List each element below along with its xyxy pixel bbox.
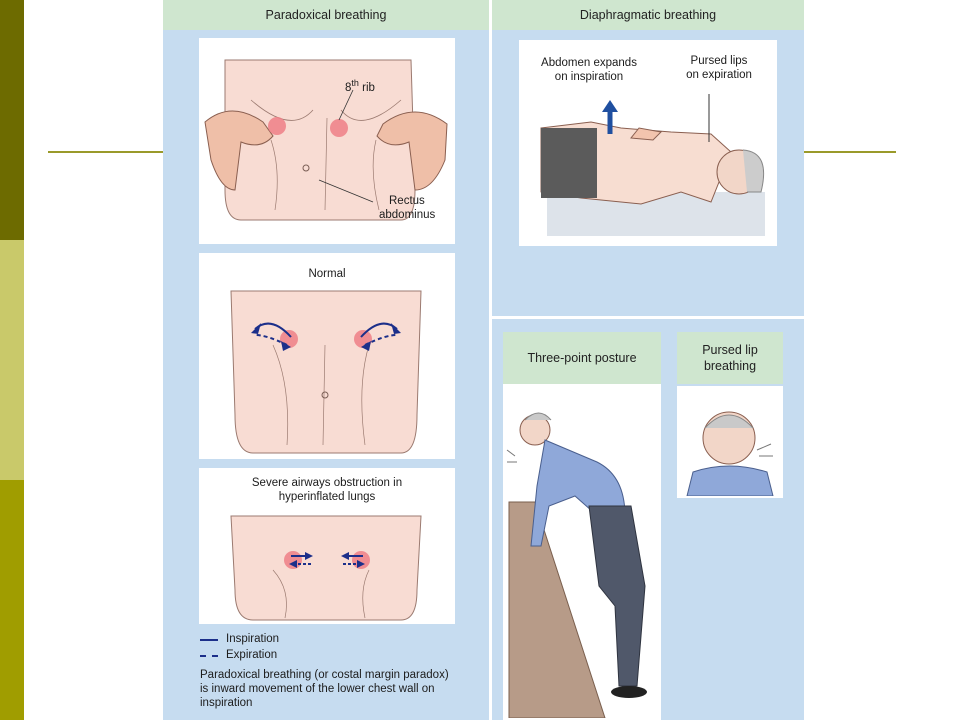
abdomen-label-line1: Abdomen expands: [541, 57, 637, 69]
three-point-illustration: [506, 412, 647, 718]
breathing-figure: Paradoxical breathing 8th rib Rectus abd…: [163, 0, 804, 720]
three-point-title: Three-point posture: [527, 351, 637, 365]
abdomen-label: Abdomen expands on inspiration: [537, 56, 641, 84]
left-bar-light: [0, 240, 24, 480]
rib-palpation-panel: 8th rib Rectus abdominus: [199, 38, 455, 244]
rule-right: [803, 151, 896, 153]
lips-label: Pursed lips on expiration: [671, 54, 767, 82]
pursed-lip-panel: [677, 386, 783, 498]
diaphragmatic-title: Diaphragmatic breathing: [579, 8, 717, 22]
lips-label-line1: Pursed lips: [690, 55, 748, 67]
rectus-label: Rectus abdominus: [379, 194, 435, 222]
pursed-lip-header: Pursed lip breathing: [677, 332, 783, 384]
paradoxical-caption: Paradoxical breathing (or costal margin …: [200, 668, 490, 710]
pursed-lip-title-line2: breathing: [703, 359, 757, 373]
rib-label-ordinal: th: [351, 78, 359, 88]
legend: Inspiration Expiration: [200, 632, 480, 664]
legend-solid-line: [200, 639, 218, 641]
normal-title: Normal: [308, 268, 346, 280]
severe-obstruction-panel: Severe airways obstruction in hyperinfla…: [199, 468, 455, 624]
legend-inspiration-label: Inspiration: [226, 633, 280, 645]
severe-title: Severe airways obstruction in hyperinfla…: [201, 476, 453, 504]
rib-label: 8th rib: [345, 76, 375, 95]
severe-illustration: [230, 515, 422, 621]
paradoxical-header: Paradoxical breathing: [163, 0, 489, 30]
rectus-label-line2: abdominus: [379, 209, 436, 221]
lips-label-line2: on expiration: [686, 69, 752, 81]
severe-title-line2: hyperinflated lungs: [278, 491, 376, 503]
severe-title-line1: Severe airways obstruction in: [251, 477, 403, 489]
normal-illustration: [230, 290, 422, 454]
left-bar-mid: [0, 480, 24, 720]
legend-dashed-line: [200, 655, 218, 657]
diaphragmatic-header: Diaphragmatic breathing: [492, 0, 804, 30]
three-point-panel: [503, 384, 661, 720]
rectus-label-line1: Rectus: [389, 195, 425, 207]
paradoxical-title: Paradoxical breathing: [265, 8, 387, 22]
column-divider: [489, 0, 492, 720]
rib-palpation-illustration: [204, 59, 448, 221]
left-bar-dark: [0, 0, 24, 240]
caption-line-1: Paradoxical breathing (or costal margin …: [200, 669, 449, 681]
normal-panel: Normal: [199, 253, 455, 459]
caption-line-2: is inward movement of the lower chest wa…: [200, 683, 435, 695]
rib-label-number: 8: [345, 81, 352, 94]
abdomen-label-line2: on inspiration: [554, 71, 624, 83]
rule-left: [48, 151, 164, 153]
diaphragmatic-illustration: [540, 94, 765, 236]
rib-label-text: rib: [358, 81, 375, 94]
pursed-lip-illustration: [686, 411, 774, 496]
diaphragmatic-panel: Abdomen expands on inspiration Pursed li…: [519, 40, 777, 246]
legend-expiration-label: Expiration: [226, 649, 278, 661]
three-point-header: Three-point posture: [503, 332, 661, 384]
pursed-lip-title-line1: Pursed lip: [702, 343, 758, 357]
caption-line-3: inspiration: [200, 697, 253, 709]
right-row-divider: [489, 316, 804, 319]
